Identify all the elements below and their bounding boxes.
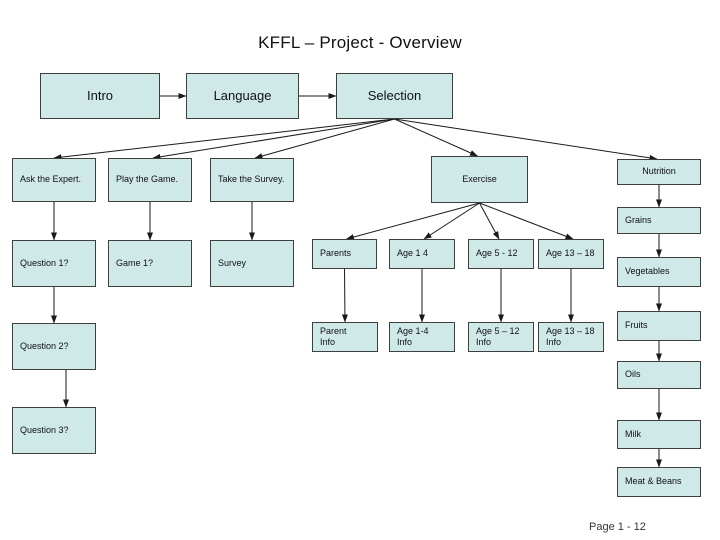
connector-exercise-to-age512 (479, 202, 500, 240)
connector-parents-to-parent_info (341, 268, 348, 323)
node-take_survey: Take the Survey. (210, 158, 294, 202)
node-vegetables: Vegetables (617, 257, 701, 287)
node-label: Intro (86, 87, 113, 103)
node-oils: Oils (617, 361, 701, 389)
node-ask: Ask the Expert. (12, 158, 96, 202)
page-number: Page 1 - 12 (589, 521, 646, 533)
node-parents: Parents (312, 239, 377, 269)
node-age1318: Age 13 – 18 (538, 239, 604, 269)
node-age14_info: Age 1-4 Info (389, 322, 455, 352)
connector-selection-to-ask (53, 118, 395, 161)
connector-exercise-to-age14 (423, 202, 480, 240)
node-q3: Question 3? (12, 407, 96, 454)
node-age512: Age 5 - 12 (468, 239, 534, 269)
connector-selection-to-exercise (394, 118, 478, 157)
node-label: Nutrition (642, 166, 676, 177)
node-label: Question 1? (20, 257, 69, 268)
node-label: Grains (625, 214, 652, 225)
node-grains: Grains (617, 207, 701, 234)
node-selection: Selection (336, 73, 453, 119)
node-label: Age 13 – 18 Info (546, 325, 595, 347)
node-label: Milk (625, 428, 641, 439)
connector-selection-to-nutrition (394, 118, 658, 161)
node-label: Language (213, 87, 272, 103)
node-meatbeans: Meat & Beans (617, 467, 701, 497)
node-label: Parent Info (320, 325, 347, 347)
node-label: Survey (218, 257, 247, 268)
node-label: Age 1-4 Info (397, 325, 429, 347)
node-age512_info: Age 5 – 12 Info (468, 322, 534, 352)
connector-exercise-to-parents (346, 202, 480, 240)
slide-title: KFFL – Project - Overview (258, 33, 462, 52)
node-label: Play the Game. (116, 174, 179, 185)
node-q1: Question 1? (12, 240, 96, 287)
node-label: Question 3? (20, 424, 69, 435)
node-intro: Intro (40, 73, 160, 119)
node-label: Take the Survey. (218, 174, 285, 185)
node-age14: Age 1 4 (389, 239, 455, 269)
node-label: Fruits (625, 320, 648, 331)
node-q2: Question 2? (12, 323, 96, 370)
node-label: Game 1? (116, 257, 154, 268)
node-play: Play the Game. (108, 158, 192, 202)
node-label: Age 5 - 12 (476, 248, 518, 259)
node-game1: Game 1? (108, 240, 192, 287)
node-label: Oils (625, 369, 641, 380)
node-label: Age 13 – 18 (546, 248, 595, 259)
connector-exercise-to-age1318 (479, 202, 574, 240)
node-survey: Survey (210, 240, 294, 287)
node-label: Parents (320, 248, 352, 259)
node-milk: Milk (617, 420, 701, 449)
connector-selection-to-play (152, 118, 395, 160)
node-label: Selection (367, 87, 422, 103)
node-label: Vegetables (625, 266, 670, 277)
node-label: Exercise (462, 173, 497, 184)
node-parent_info: Parent Info (312, 322, 378, 352)
node-label: Age 1 4 (397, 248, 429, 259)
node-label: Ask the Expert. (20, 174, 82, 185)
node-nutrition: Nutrition (617, 159, 701, 185)
node-label: Age 5 – 12 Info (476, 325, 520, 347)
node-language: Language (186, 73, 299, 119)
connector-selection-to-take_survey (254, 118, 395, 159)
node-label: Question 2? (20, 340, 69, 351)
node-label: Meat & Beans (625, 476, 682, 487)
node-fruits: Fruits (617, 311, 701, 341)
node-exercise: Exercise (431, 156, 528, 203)
node-age1318_info: Age 13 – 18 Info (538, 322, 604, 352)
